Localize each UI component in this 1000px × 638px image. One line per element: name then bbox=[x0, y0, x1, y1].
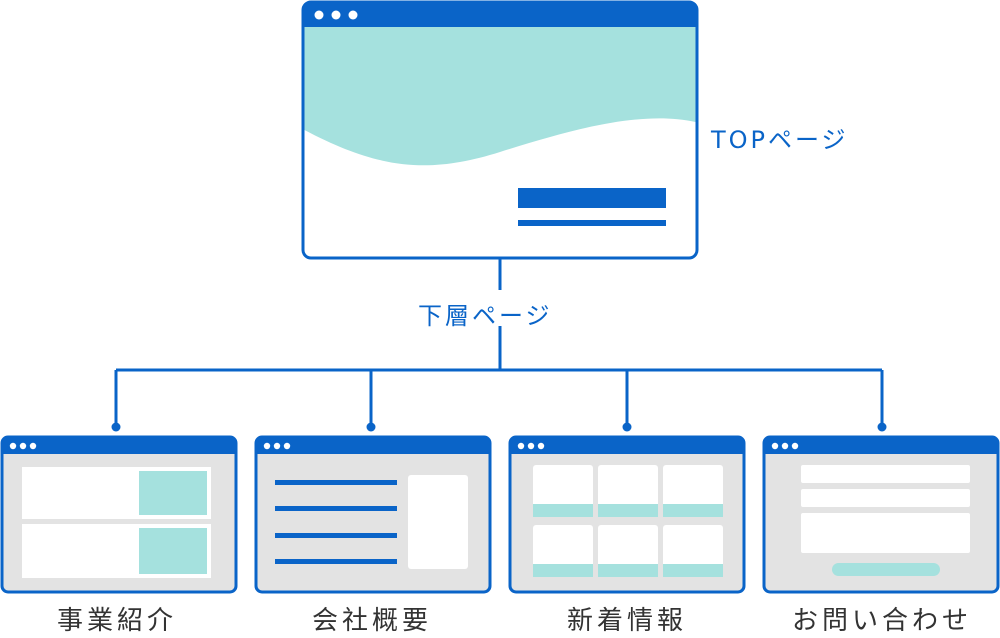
subpage-label-news: 新着情報 bbox=[566, 606, 687, 636]
window-dot-icon bbox=[348, 10, 358, 20]
subpage-label-contact: お問い合わせ bbox=[791, 606, 972, 636]
subpage-label-business: 事業紹介 bbox=[56, 606, 177, 636]
subpage-window-business bbox=[0, 435, 238, 594]
top-page-label: TOPページ bbox=[711, 126, 849, 154]
subpage-label-company: 会社概要 bbox=[311, 606, 432, 636]
top-cta-bar bbox=[518, 188, 666, 208]
subpage-window-news bbox=[508, 435, 746, 594]
connector-lines bbox=[114, 258, 884, 426]
subpage-window-company bbox=[254, 435, 492, 594]
top-window-titlebar bbox=[303, 2, 697, 27]
window-dot-icon bbox=[331, 10, 341, 20]
lower-pages-label: 下層ページ bbox=[418, 302, 553, 330]
top-underline-bar bbox=[518, 220, 666, 226]
subpage-window-contact bbox=[762, 435, 1000, 594]
connector-end-dots bbox=[111, 422, 887, 432]
window-dot-icon bbox=[314, 10, 324, 20]
top-page-window bbox=[301, 0, 699, 260]
top-hero-wave bbox=[304, 27, 696, 166]
